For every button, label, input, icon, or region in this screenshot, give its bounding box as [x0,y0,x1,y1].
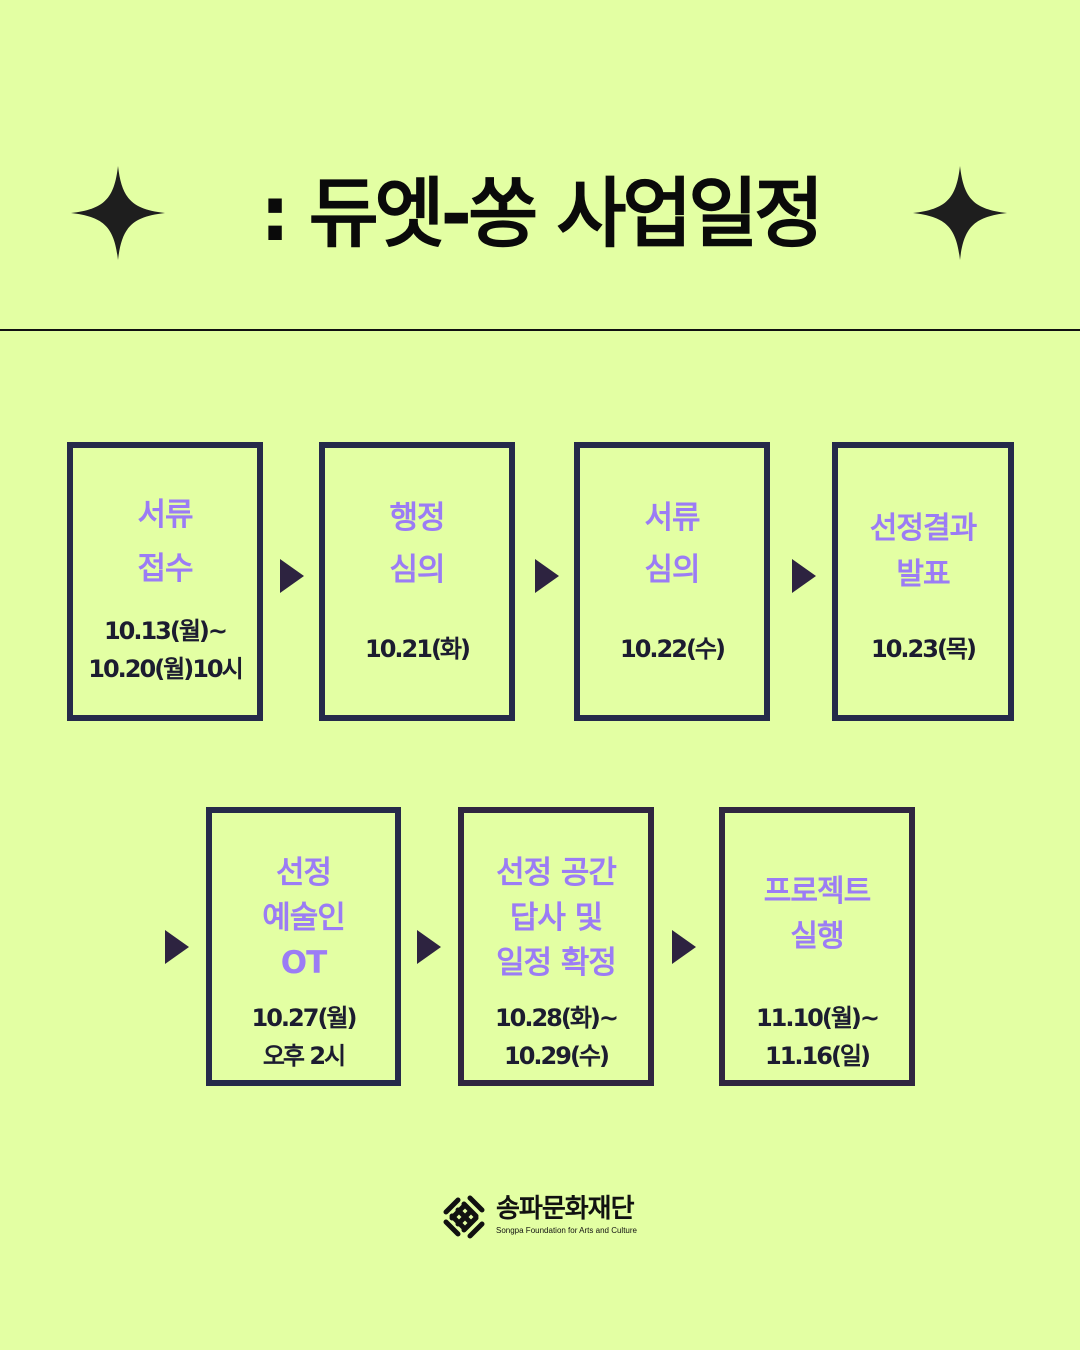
step-label: 선정결과 발표 [869,511,977,592]
step-date: 10.28(화)~ 10.29(수) [494,1004,619,1070]
step-label: 서류 접수 [137,497,193,587]
step-label: 선정 공간 답사 및 일정 확정 [496,855,617,981]
knot-logo-icon [443,1195,485,1239]
step-date: 10.23(목) [871,635,977,663]
step-label: 선정 예술인 OT [262,855,346,981]
schedule-step-project-execution: 프로젝트 실행 11.10(월)~ 11.16(일) [719,807,915,1086]
header: : 듀엣-쏭 사업일정 [0,150,1080,280]
arrow-icon [165,930,189,964]
sparkle-icon [913,166,1007,260]
divider [0,329,1080,331]
schedule-step-admin-review: 행정 심의 10.21(화) [319,442,515,721]
schedule-step-document-review: 서류 심의 10.22(수) [574,442,770,721]
foundation-logo: 송파문화재단 Songpa Foundation for Arts and Cu… [438,1190,648,1245]
step-date: 10.27(월) 오후 2시 [251,1004,358,1070]
step-date: 10.13(월)~ 10.20(월)10시 [88,617,243,683]
arrow-icon [535,559,559,593]
arrow-icon [417,930,441,964]
schedule-step-artist-ot: 선정 예술인 OT 10.27(월) 오후 2시 [206,807,401,1086]
step-label: 서류 심의 [644,500,700,588]
arrow-icon [672,930,696,964]
step-label: 프로젝트 실행 [763,874,871,954]
logo-name: 송파문화재단 [496,1194,635,1224]
step-date: 10.21(화) [365,635,471,663]
step-label: 행정 심의 [389,500,445,588]
schedule-step-document-submission: 서류 접수 10.13(월)~ 10.20(월)10시 [67,442,263,721]
arrow-icon [280,559,304,593]
sparkle-icon [71,166,165,260]
step-date: 11.10(월)~ 11.16(일) [755,1004,880,1070]
step-date: 10.22(수) [620,635,726,663]
logo-subtitle: Songpa Foundation for Arts and Culture [496,1226,637,1235]
arrow-icon [792,559,816,593]
schedule-step-result-announcement: 선정결과 발표 10.23(목) [832,442,1014,721]
schedule-step-site-visit: 선정 공간 답사 및 일정 확정 10.28(화)~ 10.29(수) [458,807,654,1086]
page-title: : 듀엣-쏭 사업일정 [259,169,824,258]
